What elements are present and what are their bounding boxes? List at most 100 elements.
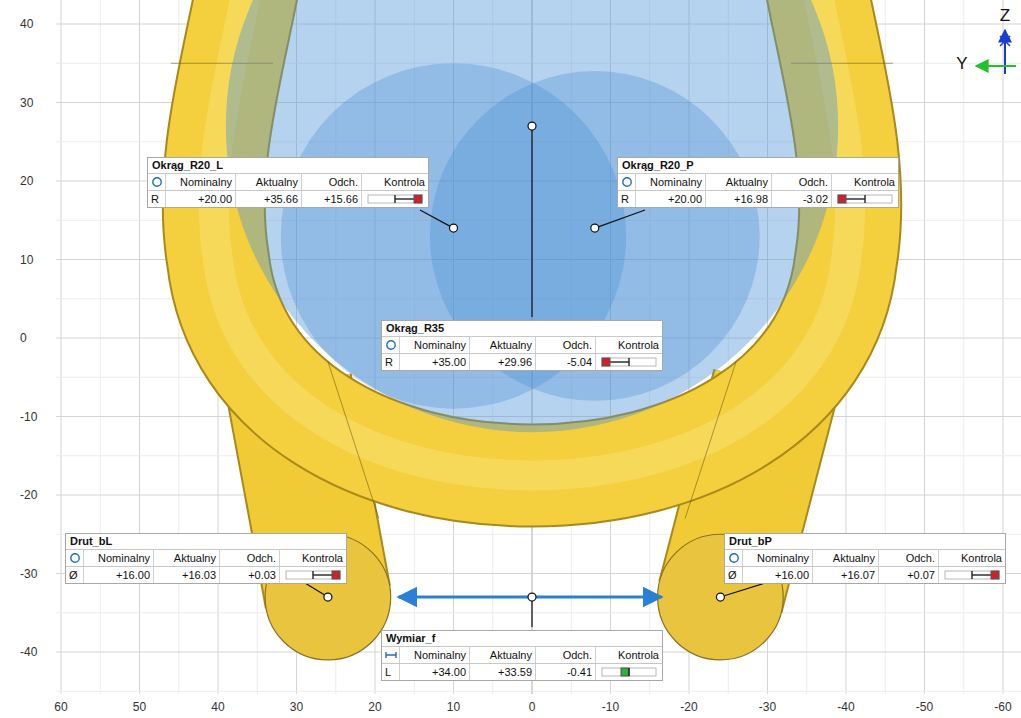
header-row: NominalnyAktualnyOdch.Kontrola (382, 647, 662, 664)
axis-tick-label: -30 (20, 567, 37, 581)
grid-line (100, 0, 101, 694)
measured-value: +20.00 (166, 191, 236, 207)
callout-title: Okrąg_R35 (382, 321, 662, 337)
axis-tick-label: -30 (759, 700, 776, 714)
grid-line (963, 0, 964, 694)
measure-symbol: R (618, 191, 636, 207)
measured-value: +16.00 (84, 567, 154, 583)
axis-tick-label: 60 (54, 700, 67, 714)
leader-line (595, 210, 645, 228)
axis-tick-label: 20 (368, 700, 381, 714)
type-icon (382, 337, 400, 353)
column-header: Kontrola (596, 337, 662, 353)
column-header: Odch. (772, 174, 832, 190)
measured-value: +33.59 (470, 664, 536, 680)
axis-tick-label: 10 (20, 253, 33, 267)
measurement-callout: Drut_bPNominalnyAktualnyOdch.KontrolaØ+1… (724, 533, 1006, 584)
axis-name: Z (1000, 9, 1010, 23)
axis-tick-label: -10 (602, 700, 619, 714)
tolerance-bar (596, 354, 662, 370)
axis-tick-label: 40 (211, 700, 224, 714)
column-header: Nominalny (743, 550, 813, 566)
axis-tick-label: -10 (20, 410, 37, 424)
column-header: Aktualny (236, 174, 302, 190)
axis-tick-label: 40 (20, 17, 33, 31)
measurement-callout: Wymiar_fNominalnyAktualnyOdch.KontrolaL+… (381, 630, 663, 681)
grid-line (61, 0, 62, 694)
value-row: Ø+16.00+16.07+0.07 (725, 567, 1005, 583)
column-header: Nominalny (166, 174, 236, 190)
grid-line (139, 0, 140, 694)
measured-value: +34.00 (400, 664, 470, 680)
column-header: Aktualny (706, 174, 772, 190)
column-header: Nominalny (400, 647, 470, 663)
tolerance-bar (832, 191, 898, 207)
measured-value: -5.04 (536, 354, 596, 370)
header-row: NominalnyAktualnyOdch.Kontrola (148, 174, 428, 191)
header-row: NominalnyAktualnyOdch.Kontrola (66, 550, 346, 567)
header-row: NominalnyAktualnyOdch.Kontrola (382, 337, 662, 354)
column-header: Odch. (220, 550, 280, 566)
axis-tick-label: 20 (20, 174, 33, 188)
measured-value: +16.00 (743, 567, 813, 583)
axis-tick-label: 50 (133, 700, 146, 714)
axis-tick-label: -20 (680, 700, 697, 714)
feature-point (528, 593, 536, 601)
tolerance-bar (362, 191, 428, 207)
column-header: Odch. (536, 337, 596, 353)
type-icon (66, 550, 84, 566)
feature-point (450, 224, 458, 232)
x-axis-mark (1000, 36, 1010, 46)
fitted-circle-r35 (226, 0, 838, 432)
callout-title: Wymiar_f (382, 631, 662, 647)
type-icon (725, 550, 743, 566)
y-axis-arrow (976, 65, 1016, 67)
axis-tick-label: -40 (837, 700, 854, 714)
tolerance-bar (596, 664, 662, 680)
feature-point (324, 593, 332, 601)
feature-point (716, 593, 724, 601)
grid-line (924, 0, 925, 694)
measured-value: -0.41 (536, 664, 596, 680)
measured-value: +0.03 (220, 567, 280, 583)
column-header: Aktualny (470, 337, 536, 353)
measure-symbol: Ø (725, 567, 743, 583)
column-header: Kontrola (280, 550, 346, 566)
column-header: Odch. (879, 550, 939, 566)
leader-line (720, 583, 765, 597)
column-header: Nominalny (400, 337, 470, 353)
measured-value: +29.96 (470, 354, 536, 370)
column-header: Kontrola (362, 174, 428, 190)
measure-symbol: R (382, 354, 400, 370)
axis-tick-label: -50 (916, 700, 933, 714)
column-header: Kontrola (832, 174, 898, 190)
axis-tick-label: -20 (20, 488, 37, 502)
column-header: Aktualny (470, 647, 536, 663)
dimension-arrow (532, 596, 662, 599)
measured-value: +16.07 (813, 567, 879, 583)
grid-line (56, 612, 1021, 613)
axis-name: Y (956, 57, 967, 71)
type-icon (382, 647, 400, 663)
z-axis-arrow (1004, 30, 1006, 74)
measured-value: +16.03 (154, 567, 220, 583)
measurement-callout: Drut_bLNominalnyAktualnyOdch.KontrolaØ+1… (65, 533, 347, 584)
column-header: Aktualny (813, 550, 879, 566)
type-icon (148, 174, 166, 190)
measured-value: +16.98 (706, 191, 772, 207)
value-row: R+20.00+16.98-3.02 (618, 191, 898, 207)
axis-tick-label: 0 (20, 331, 27, 345)
value-row: Ø+16.00+16.03+0.03 (66, 567, 346, 583)
axis-tick-label: 30 (20, 96, 33, 110)
measure-symbol: L (382, 664, 400, 680)
measurement-callout: Okrąg_R35NominalnyAktualnyOdch.KontrolaR… (381, 320, 663, 371)
column-header: Nominalny (636, 174, 706, 190)
measured-value: +15.66 (302, 191, 362, 207)
feature-point (591, 224, 599, 232)
axis-tick-label: 10 (447, 700, 460, 714)
measured-value: +35.00 (400, 354, 470, 370)
measure-symbol: Ø (66, 567, 84, 583)
callout-title: Drut_bP (725, 534, 1005, 550)
measurement-callout: Okrąg_R20_PNominalnyAktualnyOdch.Kontrol… (617, 157, 899, 208)
